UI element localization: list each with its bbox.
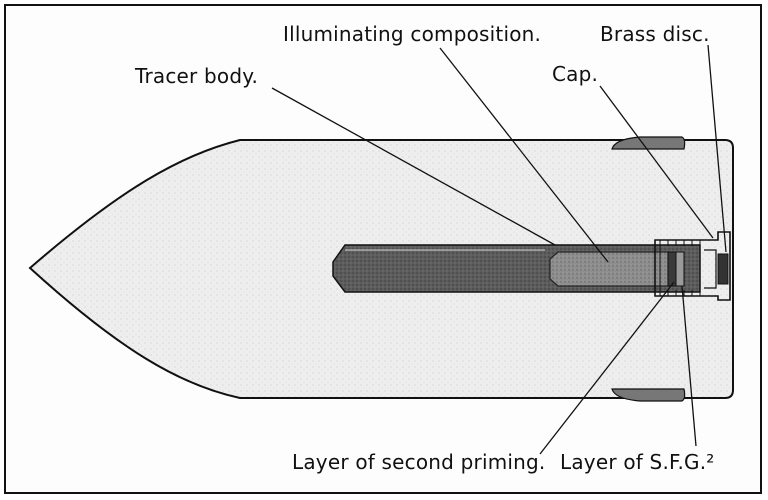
leader-sfg	[681, 285, 697, 447]
label-second-priming: Layer of second priming.	[292, 450, 546, 474]
illuminating-composition	[549, 251, 669, 287]
label-cap: Cap.	[552, 62, 599, 86]
label-illuminating-composition: Illuminating composition.	[283, 22, 542, 46]
leader-tracer-body	[271, 87, 556, 246]
sfg-layer	[675, 251, 685, 287]
top-cannelure	[611, 136, 686, 150]
leader-cap	[599, 85, 714, 239]
leader-illuminating-composition	[439, 47, 609, 263]
brass-disc	[717, 253, 729, 285]
label-brass-disc: Brass disc.	[600, 22, 710, 46]
label-tracer-body: Tracer body.	[135, 64, 259, 88]
leader-brass-disc	[707, 44, 727, 253]
second-priming-layer	[667, 251, 677, 287]
bottom-cannelure	[611, 388, 686, 402]
label-sfg: Layer of S.F.G.²	[560, 450, 715, 474]
leader-second-priming	[539, 281, 675, 455]
